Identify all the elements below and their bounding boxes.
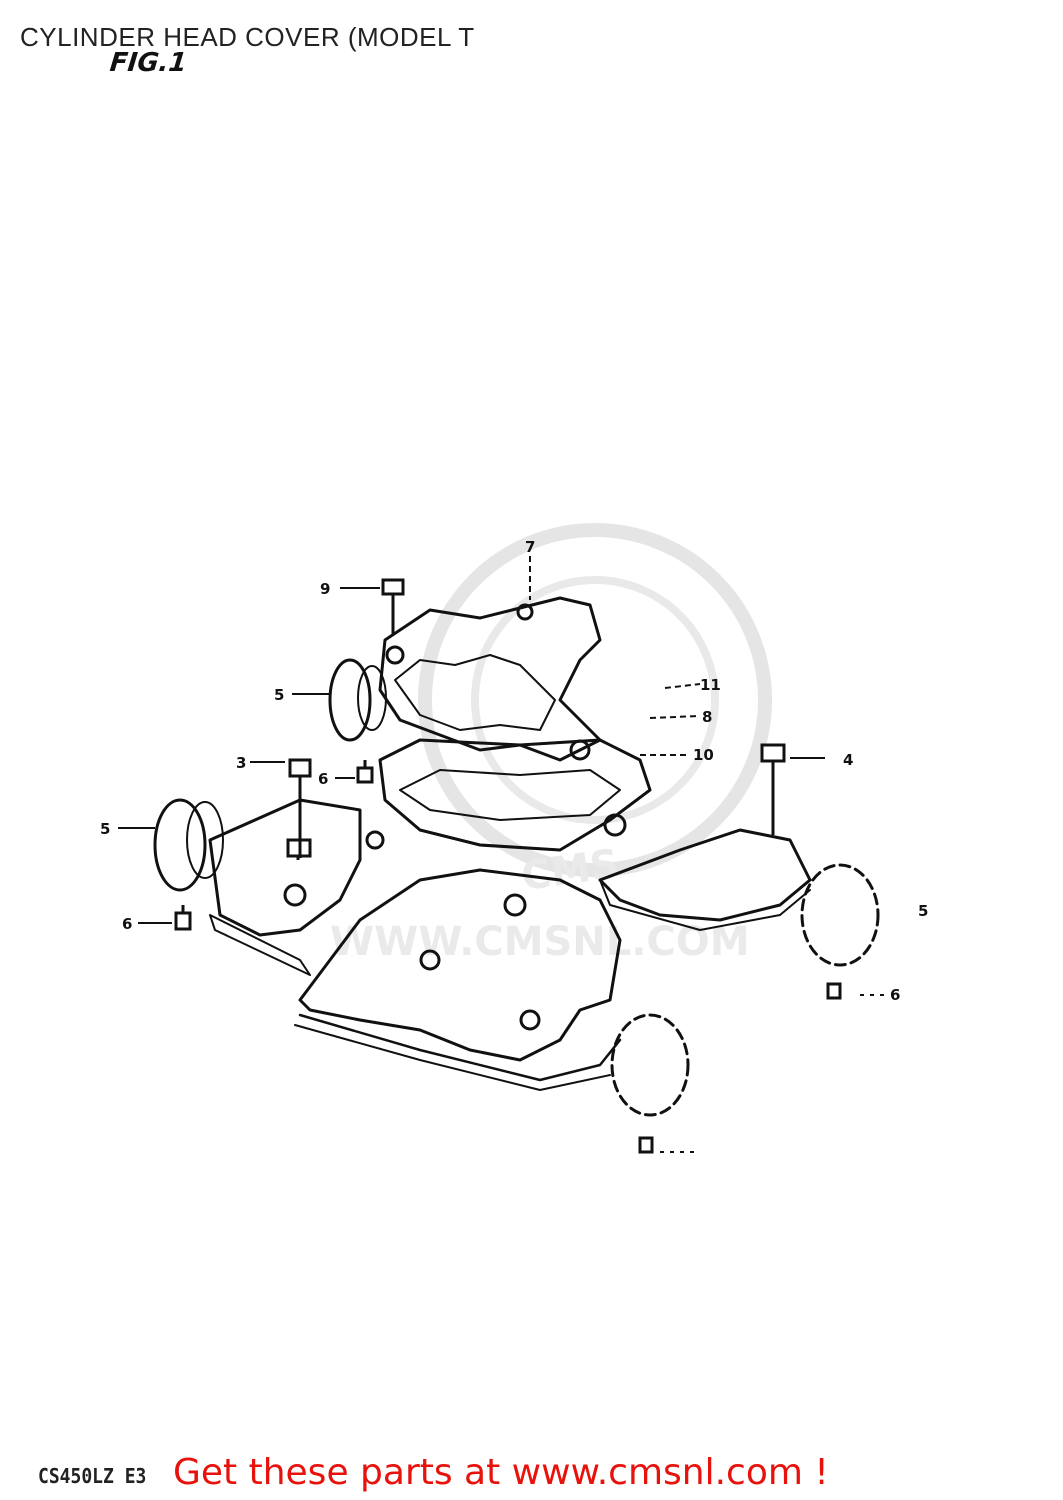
callout-9: 9: [320, 580, 330, 598]
callout-10: 10: [693, 746, 714, 764]
callout-6-right: 6: [890, 986, 900, 1004]
bolts: [174, 578, 842, 1154]
callout-7: 7: [525, 538, 535, 556]
diagram-code: CS450LZ E3: [38, 1464, 147, 1489]
bolt-bottom: [638, 1136, 654, 1154]
bolt-9: [381, 578, 405, 635]
bolt-6-left: [174, 905, 192, 931]
promo-link[interactable]: Get these parts at www.cmsnl.com !: [173, 1452, 829, 1493]
callout-11: 11: [700, 676, 721, 694]
cms-watermark-logo: CMS WWW.CMSNL.COM: [330, 523, 772, 965]
bolt-6-right: [826, 982, 842, 1000]
watermark-url: WWW.CMSNL.COM: [330, 919, 750, 965]
callout-4: 4: [843, 751, 853, 769]
cylinder-head-cover-drawing: [153, 596, 880, 1117]
callout-6-left: 6: [122, 915, 132, 933]
bolt-3: [286, 758, 312, 860]
callout-3: 3: [236, 754, 246, 772]
callout-8: 8: [702, 708, 712, 726]
bolt-6-upper: [356, 760, 374, 784]
page-title: CYLINDER HEAD COVER (MODEL T: [20, 22, 475, 52]
callout-labels: 7 9 5 11 8 10 6 3 4 5 6 5 6: [100, 538, 928, 1004]
leader-lines: [118, 556, 885, 1153]
callout-5-right: 5: [918, 902, 928, 920]
callout-5-left: 5: [100, 820, 110, 838]
bolt-4: [760, 743, 786, 835]
callout-6-upper: 6: [318, 770, 328, 788]
callout-5-upper: 5: [274, 686, 284, 704]
